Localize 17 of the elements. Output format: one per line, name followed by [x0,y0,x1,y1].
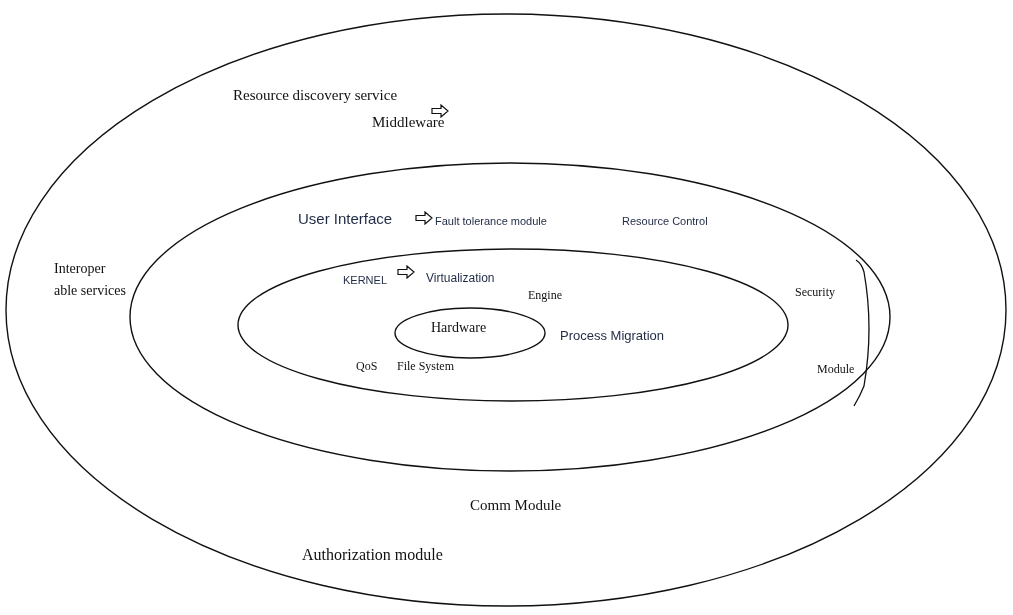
layer-label: Hardware [431,320,487,336]
layer-label: Resource discovery service [233,87,398,104]
layer-label: File System [397,360,454,374]
layer-label: Fault tolerance module [435,215,547,228]
layer-label: Resource Control [622,215,708,228]
layer-label: Module [817,363,855,377]
layer-label: Virtualization [426,272,495,286]
layer-label: Interoper able services [54,260,127,300]
layer-label: Middleware [372,114,445,131]
layer-label: Comm Module [470,497,562,514]
layer-label: QoS [356,360,378,374]
layer-label: Authorization module [302,546,443,564]
layer-label: User Interface [298,211,393,228]
layer-label: KERNEL [343,274,388,287]
layer-label: Security [795,286,835,300]
layer-label: Engine [528,289,562,303]
layer-label: Process Migration [560,329,665,344]
